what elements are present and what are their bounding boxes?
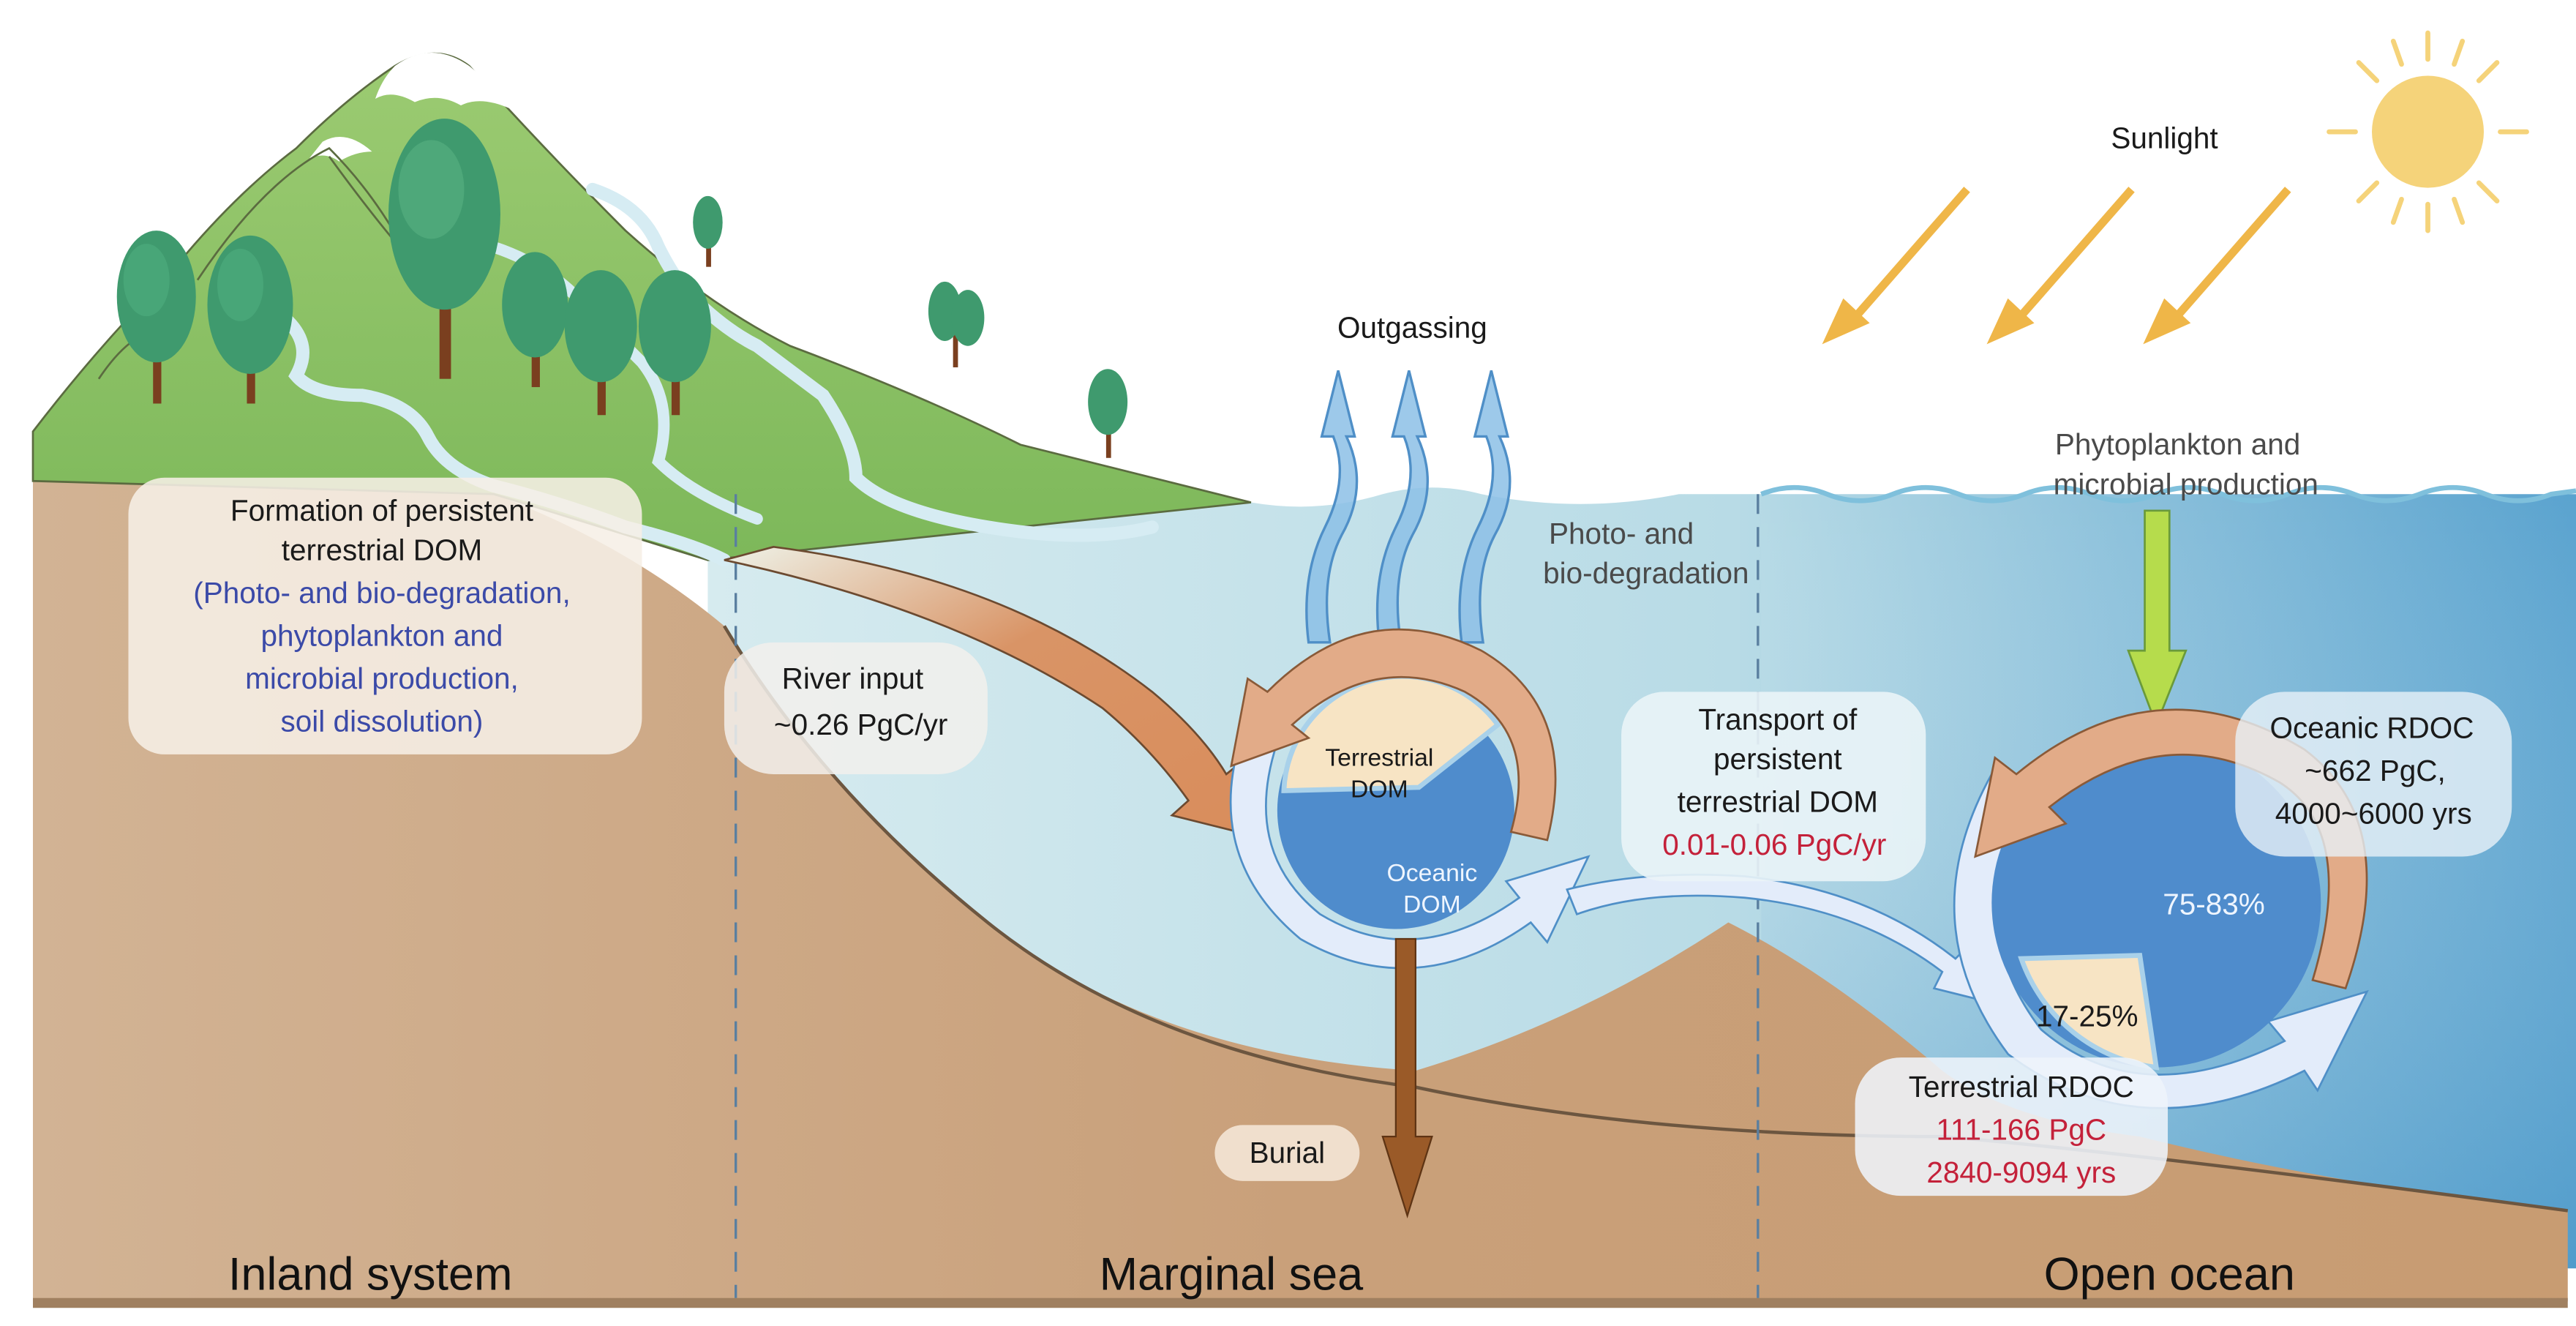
terrestrial-share-label: 17-25% <box>2036 999 2138 1033</box>
oceanic-rdoc-stock: ~662 PgC, <box>2305 754 2445 787</box>
oceanic-share-label: 75-83% <box>2163 887 2265 921</box>
river-input-title: River input <box>782 662 924 695</box>
ocean-surface-waves <box>1760 484 2576 503</box>
formation-detail-4: soil dissolution) <box>281 704 484 738</box>
phytoplankton-arrow-icon <box>2127 509 2188 728</box>
phytoplankton-line: Phytoplankton and <box>2055 427 2300 461</box>
tree-icon <box>116 231 196 404</box>
river-input-box: River input ~0.26 PgC/yr <box>724 642 988 774</box>
outgassing-arrows <box>1305 370 1512 644</box>
outgas-arrow-icon <box>1375 370 1430 644</box>
snow-cap <box>309 137 372 162</box>
transport-value: 0.01-0.06 PgC/yr <box>1662 828 1886 861</box>
tree-icon <box>207 235 293 404</box>
trees <box>116 119 1128 458</box>
cycle-arrow-pale <box>1229 732 1591 970</box>
region-label-marginal: Marginal sea <box>1100 1248 1364 1300</box>
formation-box: Formation of persistent terrestrial DOM … <box>128 477 642 754</box>
sunray-arrow-icon <box>1822 187 1970 345</box>
marginal-oceanic-label-2: DOM <box>1403 891 1461 918</box>
outgas-arrow-icon <box>1458 370 1512 644</box>
sunray-arrow-icon <box>1986 187 2135 345</box>
transport-title-2: persistent <box>1713 742 1842 776</box>
photo-degradation-line: Photo- and <box>1549 517 1694 550</box>
terrestrial-rdoc-box: Terrestrial RDOC 111-166 PgC 2840-9094 y… <box>1855 1057 2168 1196</box>
outgassing-label: Outgassing <box>1337 310 1487 344</box>
tree-icon <box>693 195 723 267</box>
river-input-value: ~0.26 PgC/yr <box>774 708 947 741</box>
transport-title: Transport of <box>1698 703 1858 736</box>
oceanic-rdoc-title: Oceanic RDOC <box>2270 711 2474 744</box>
oceanic-rdoc-age: 4000~6000 yrs <box>2275 796 2472 830</box>
mountain-river <box>585 182 1159 542</box>
marginal-oceanic-label: Oceanic <box>1386 859 1477 887</box>
oceanic-rdoc-box: Oceanic RDOC ~662 PgC, 4000~6000 yrs <box>2235 692 2512 857</box>
formation-title-2: terrestrial DOM <box>282 533 482 566</box>
terrestrial-rdoc-title: Terrestrial RDOC <box>1909 1070 2134 1104</box>
ground-baseline <box>32 1297 2568 1308</box>
marginal-sea-cycle <box>1229 628 1591 970</box>
marginal-terrestrial-label-2: DOM <box>1351 775 1408 803</box>
tree-icon <box>928 281 985 367</box>
formation-detail-2: phytoplankton and <box>260 618 503 652</box>
burial-box: Burial <box>1214 1125 1360 1181</box>
sunlight-arrows <box>1822 187 2291 345</box>
formation-detail-3: microbial production, <box>245 662 519 695</box>
outgas-arrow-icon <box>1305 370 1359 644</box>
microbial-production-line: microbial production <box>2054 467 2318 501</box>
bio-degradation-line: bio-degradation <box>1543 556 1749 590</box>
formation-detail: (Photo- and bio-degradation, <box>193 576 570 610</box>
sunlight-label: Sunlight <box>2111 121 2218 155</box>
terrestrial-rdoc-age: 2840-9094 yrs <box>1926 1155 2116 1189</box>
burial-arrow-icon <box>1381 937 1433 1218</box>
burial-label: Burial <box>1250 1136 1326 1169</box>
tree-icon <box>564 270 637 416</box>
transport-box: Transport of persistent terrestrial DOM … <box>1621 692 1926 882</box>
transport-title-3: terrestrial DOM <box>1678 785 1878 819</box>
marginal-terrestrial-label: Terrestrial <box>1325 744 1433 772</box>
snow-cap <box>375 53 511 109</box>
terrestrial-rdoc-stock: 111-166 PgC <box>1936 1113 2106 1147</box>
tree-icon <box>502 252 568 387</box>
region-label-inland: Inland system <box>228 1248 513 1300</box>
formation-title: Formation of persistent <box>230 493 533 527</box>
cycle-arrow-orange <box>1230 628 1557 842</box>
tree-icon <box>388 119 500 379</box>
sun-icon <box>2327 30 2529 233</box>
sunray-arrow-icon <box>2143 187 2291 345</box>
tree-icon <box>638 270 711 416</box>
region-label-open-ocean: Open ocean <box>2044 1248 2295 1300</box>
tree-icon <box>1088 369 1128 458</box>
